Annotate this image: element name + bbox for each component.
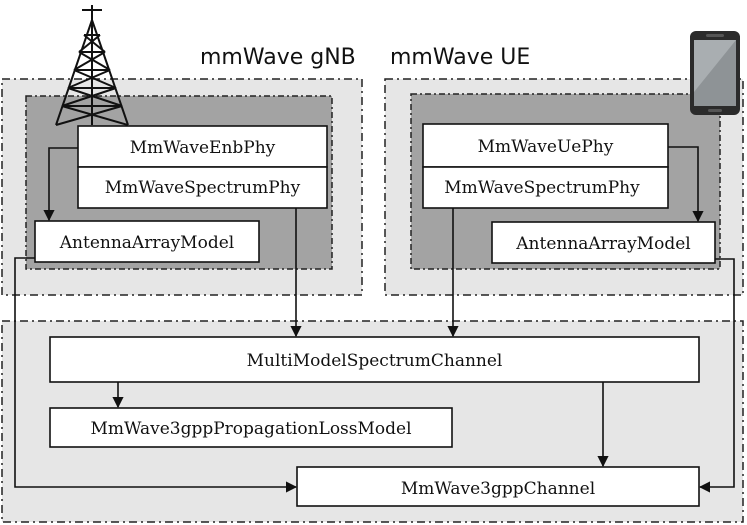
propagation-loss-label: MmWave3gppPropagationLossModel: [90, 419, 411, 439]
enb-phy-to-antenna-arrow: [43, 147, 78, 222]
channel-box: [296, 466, 700, 507]
enb-spectrum-phy-label: MmWaveSpectrumPhy: [105, 178, 301, 198]
ue-section-title: mmWave UE: [390, 45, 530, 70]
enb-antenna-to-3gpp-arrow: [14, 257, 298, 493]
ue-phy-label: MmWaveUePhy: [478, 137, 614, 157]
smartphone-icon: [690, 31, 740, 115]
spectrum-channel-box: [49, 336, 700, 383]
enb-antenna-array-label: AntennaArrayModel: [59, 233, 234, 253]
enb-antenna-array-box: [34, 220, 260, 263]
enb-phy-box: [77, 125, 328, 168]
ue-phy-to-antenna-arrow: [668, 146, 704, 223]
channel-label: MmWave3gppChannel: [401, 479, 595, 499]
ue-antenna-to-3gpp-arrow: [698, 258, 735, 493]
enb-phy-label: MmWaveEnbPhy: [130, 138, 276, 158]
enb-spectrum-phy-box: [77, 166, 328, 209]
propagation-loss-box: [49, 407, 453, 448]
antenna-tower-icon: [55, 5, 129, 126]
ue-antenna-array-label: AntennaArrayModel: [515, 234, 690, 254]
spectrum-channel-label: MultiModelSpectrumChannel: [247, 351, 503, 371]
ue-spectrum-phy-label: MmWaveSpectrumPhy: [444, 178, 640, 198]
ue-antenna-array-box: [491, 221, 716, 264]
gnb-section-title: mmWave gNB: [200, 45, 356, 70]
ue-spectrum-phy-box: [422, 166, 669, 209]
